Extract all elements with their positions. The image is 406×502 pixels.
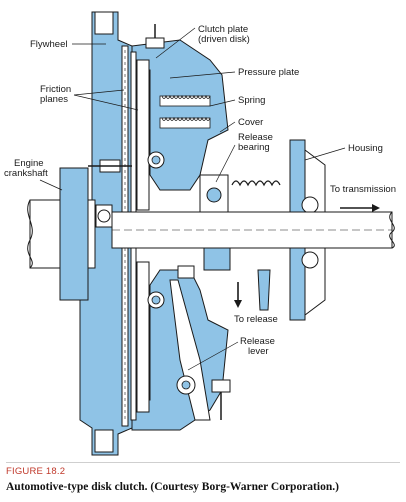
- clutch-diagram: Flywheel Clutch plate (driven disk) Pres…: [4, 11, 396, 456]
- transmission-shaft: [111, 211, 395, 249]
- label-cover: Cover: [238, 117, 263, 128]
- pressure-plate: [136, 59, 165, 413]
- leader-lines: [39, 27, 346, 371]
- spring: [159, 94, 281, 187]
- label-clutch-plate-line1: Clutch plate: [198, 24, 248, 35]
- label-friction-line1: Friction: [40, 84, 71, 95]
- label-engine-line2: crankshaft: [4, 168, 48, 179]
- label-release-lever-line1: Release: [240, 336, 275, 347]
- label-flywheel: Flywheel: [30, 39, 68, 50]
- figure-number: FIGURE 18.2: [6, 466, 66, 477]
- label-spring: Spring: [238, 95, 265, 106]
- caption-divider: [6, 462, 400, 463]
- label-housing: Housing: [348, 143, 383, 154]
- label-clutch-plate-line2: (driven disk): [198, 34, 250, 45]
- label-release-bearing-line1: Release: [238, 132, 273, 143]
- label-friction-line2: planes: [40, 94, 68, 105]
- release-lever: [169, 279, 211, 421]
- figure-caption: Automotive-type disk clutch. (Courtesy B…: [6, 481, 339, 493]
- label-release-lever-line2: lever: [248, 346, 269, 357]
- label-to-release: To release: [234, 314, 278, 325]
- label-release-bearing-line2: bearing: [238, 142, 270, 153]
- label-engine-line1: Engine: [14, 158, 44, 169]
- label-pressure-plate: Pressure plate: [238, 67, 299, 78]
- motion-arrows: [234, 204, 380, 308]
- bolts: [88, 24, 231, 420]
- label-to-transmission: To transmission: [330, 184, 396, 195]
- engine-crankshaft: [27, 167, 113, 301]
